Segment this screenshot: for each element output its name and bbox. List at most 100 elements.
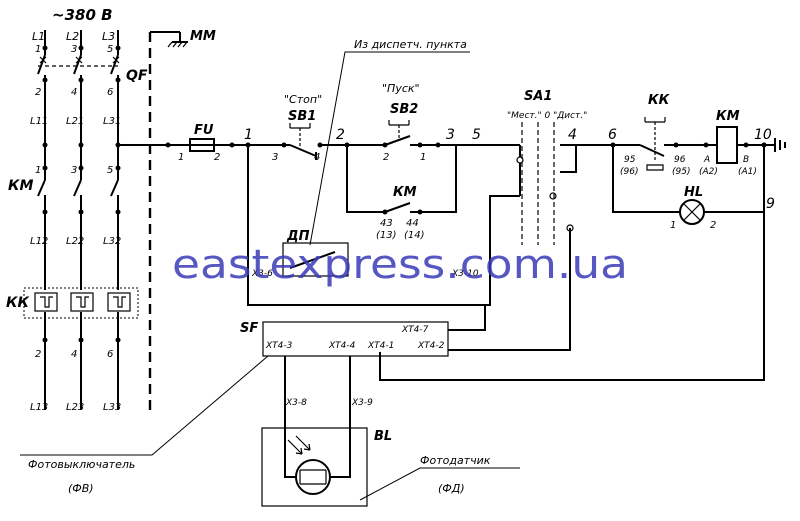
- qf-terminal-5: 5: [107, 44, 113, 55]
- line-label-l32: L32: [103, 236, 121, 247]
- kk-contact-terminal-96: 96: [674, 155, 686, 165]
- kk-contact-terminal-95b: (95): [672, 167, 690, 177]
- breaker-qf: [37, 45, 121, 83]
- stop-button-caption: "Стоп": [284, 93, 322, 106]
- node-1: 1: [244, 127, 253, 143]
- node-5: 5: [472, 127, 481, 143]
- node-10: 10: [754, 127, 772, 143]
- fuse-terminal-2: 2: [214, 152, 220, 163]
- photo-switch-leader: [20, 355, 269, 456]
- fuse-label: FU: [194, 123, 214, 138]
- bl-terminal-x3-9: X3-9: [351, 398, 373, 408]
- mechanism-label: ММ: [190, 29, 216, 44]
- stop-button-sb1: [289, 123, 317, 160]
- phase-label-l1: L1: [32, 30, 45, 43]
- sb2-terminal-2: 2: [383, 152, 389, 163]
- sf-terminal-xt4-1: XT4-1: [367, 341, 394, 351]
- photo-switch-sf: [262, 228, 571, 430]
- kk-terminal-4: 4: [71, 349, 77, 360]
- line-label-l11: L11: [30, 116, 48, 127]
- thermal-relay-kk: [23, 287, 139, 319]
- photo-switch-name: Фотовыключатель: [28, 458, 135, 471]
- qf-terminal-2: 2: [35, 87, 41, 98]
- photo-sensor-name: Фотодатчик: [420, 454, 491, 467]
- qf-terminal-6: 6: [107, 87, 113, 98]
- phase-lines: [44, 30, 119, 410]
- sf-terminal-xt4-2: XT4-2: [417, 341, 445, 351]
- kk-contact-label: КК: [648, 93, 671, 108]
- km-coil-terminal-a2: (A2): [699, 167, 718, 177]
- photo-sensor-label: BL: [374, 429, 392, 444]
- line-label-l21: L21: [66, 116, 84, 127]
- kk-terminal-6: 6: [107, 349, 113, 360]
- node-4: 4: [568, 127, 577, 143]
- bl-terminal-x3-8: X3-8: [285, 398, 307, 408]
- stop-button-label: SB1: [288, 109, 316, 124]
- start-button-caption: "Пуск": [382, 82, 420, 95]
- control-line-main: [118, 138, 520, 152]
- line-label-l31: L31: [103, 116, 121, 127]
- start-button-label: SB2: [390, 102, 418, 117]
- sb1-terminal-3: 3: [272, 152, 278, 163]
- sb2-terminal-1: 1: [420, 152, 426, 163]
- km-coil-terminal-a: A: [703, 155, 710, 165]
- lamp-terminal-1: 1: [670, 220, 676, 231]
- km-coil-terminal-a1: (A1): [738, 167, 757, 177]
- photo-sensor-abbr: (ФД): [438, 482, 465, 495]
- node-9: 9: [766, 196, 775, 212]
- line-label-l33: L33: [103, 402, 121, 413]
- node-6: 6: [608, 127, 617, 143]
- photo-switch-abbr: (ФВ): [68, 482, 94, 495]
- line-label-l12: L12: [30, 236, 48, 247]
- km-terminal-3: 3: [71, 165, 77, 176]
- breaker-label: QF: [126, 68, 148, 84]
- sf-terminal-xt4-4: XT4-4: [328, 341, 356, 351]
- sf-terminal-xt4-7: XT4-7: [401, 325, 429, 335]
- contactor-power-label: КМ: [8, 178, 33, 194]
- km-coil-label: КМ: [716, 109, 740, 124]
- remote-contact-left: X3-6: [251, 269, 273, 279]
- kk-terminal-2: 2: [35, 349, 41, 360]
- sb1-terminal-4: 4: [314, 152, 320, 163]
- photo-switch-label: SF: [240, 321, 258, 336]
- photo-sensor-leader: [359, 467, 520, 501]
- phase-label-l3: L3: [102, 30, 115, 43]
- watermark-text: eastexpress.com.ua: [172, 242, 628, 288]
- selector-switch-sa1: [516, 122, 577, 245]
- thermal-relay-label: КК: [6, 295, 29, 311]
- fuse-terminal-1: 1: [178, 152, 184, 163]
- km-terminal-5: 5: [107, 165, 113, 176]
- photo-sensor-bl: [261, 427, 368, 507]
- supply-voltage-label: ~380 В: [52, 6, 113, 24]
- qf-terminal-3: 3: [71, 44, 77, 55]
- contactor-km-power: [37, 179, 121, 215]
- line-label-l23: L23: [66, 402, 84, 413]
- km-aux-terminal-13: (13): [376, 230, 397, 241]
- selector-modes: "Мест." 0 "Дист.": [507, 111, 587, 121]
- km-aux-label: КМ: [393, 185, 417, 200]
- line-label-l13: L13: [30, 402, 48, 413]
- km-aux-terminal-43: 43: [380, 218, 393, 229]
- phase-label-l2: L2: [66, 30, 79, 43]
- remote-note-leader: [309, 51, 470, 246]
- qf-terminal-1: 1: [35, 44, 41, 55]
- control-line-right: [379, 117, 786, 381]
- remote-note: Из диспетч. пункта: [354, 38, 467, 51]
- kk-contact-terminal-96b: (96): [620, 167, 638, 177]
- selector-label: SA1: [524, 89, 552, 104]
- km-aux-terminal-14: (14): [404, 230, 425, 241]
- kk-contact-terminal-95: 95: [624, 155, 636, 165]
- remote-contact-dp: [247, 145, 520, 306]
- start-button-sb2: [384, 120, 411, 146]
- node-2: 2: [336, 127, 345, 143]
- sf-terminal-xt4-3: XT4-3: [265, 341, 293, 351]
- mechanism-link: [148, 31, 188, 410]
- remote-contact-label: ДП: [286, 229, 310, 244]
- lamp-label: HL: [684, 185, 703, 200]
- line-label-l22: L22: [66, 236, 84, 247]
- qf-terminal-4: 4: [71, 87, 77, 98]
- km-aux-terminal-44: 44: [406, 218, 419, 229]
- km-coil-terminal-b: B: [743, 155, 749, 165]
